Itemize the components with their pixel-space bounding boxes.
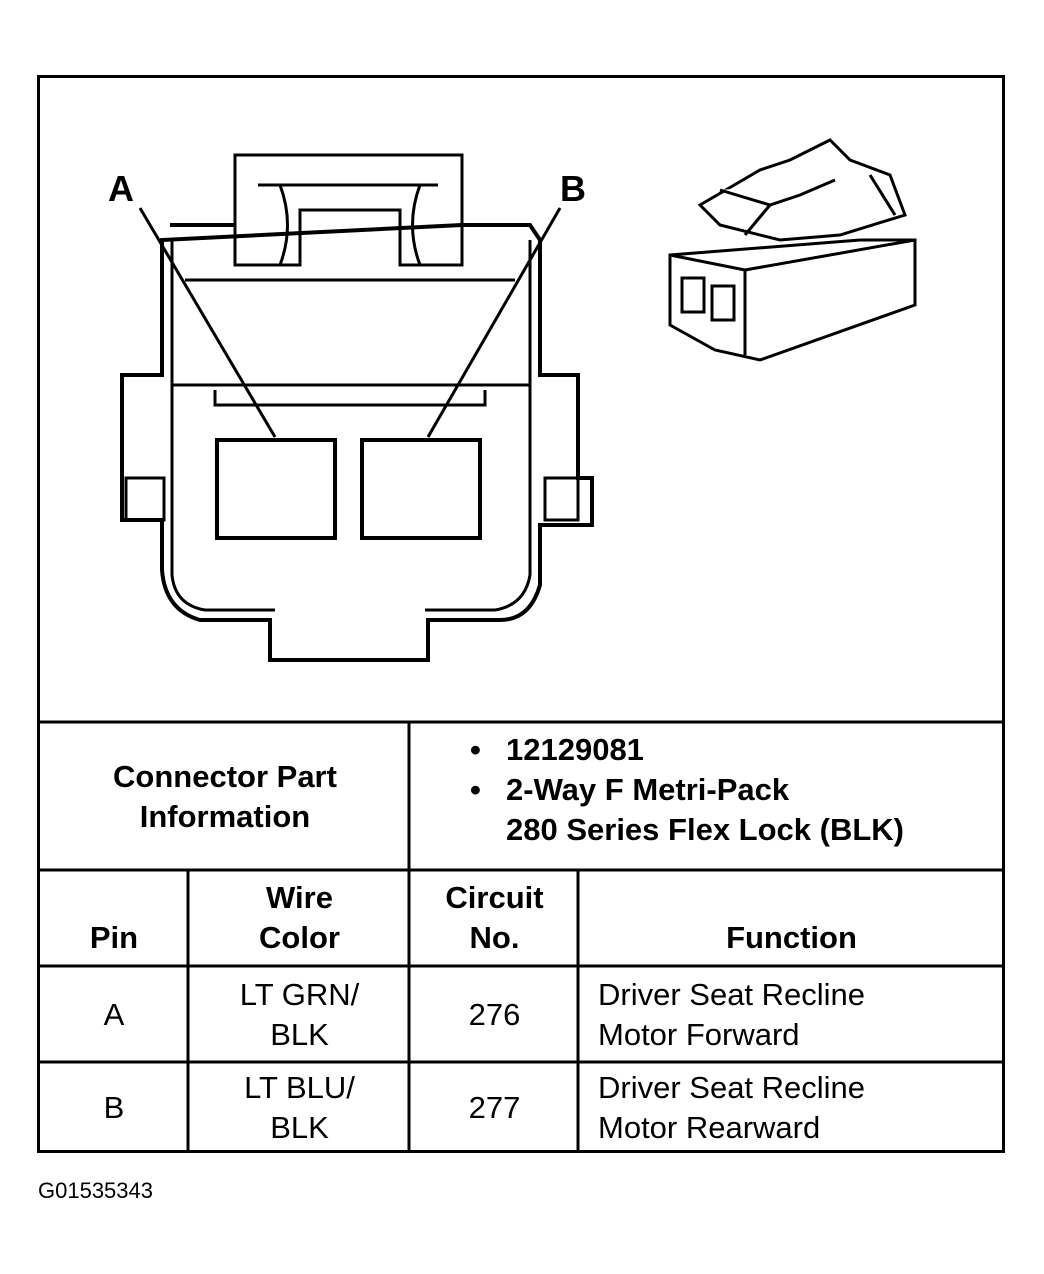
connector-type: 2-Way F Metri-Pack xyxy=(470,770,904,810)
row-a-wire: LT GRN/ BLK xyxy=(190,968,409,1062)
header-wire-color: Wire Color xyxy=(190,872,409,966)
row-b-circuit: 277 xyxy=(411,1064,578,1152)
cavity-a xyxy=(215,438,337,540)
connector-info-label-line1: Connector Part xyxy=(113,759,337,794)
row-a-wire-line1: LT GRN/ xyxy=(239,977,360,1012)
header-circuit-line1: Circuit xyxy=(445,880,544,915)
connector-info-label: Connector Part Information xyxy=(40,724,410,870)
row-a-pin: A xyxy=(40,968,188,1062)
header-function-text: Function xyxy=(726,920,857,955)
part-number: 12129081 xyxy=(470,730,904,770)
connector-series: 280 Series Flex Lock (BLK) xyxy=(506,812,904,847)
row-b-wire-line2: BLK xyxy=(270,1110,329,1145)
header-pin: Pin xyxy=(40,872,188,966)
connector-info-label-line2: Information xyxy=(139,799,311,834)
row-b-wire: LT BLU/ BLK xyxy=(190,1064,409,1152)
header-wire-color-line1: Wire xyxy=(266,880,333,915)
pin-label-b: B xyxy=(560,168,586,209)
row-b-function-line1: Driver Seat Recline xyxy=(598,1070,866,1105)
header-function: Function xyxy=(580,872,1003,966)
row-a-function: Driver Seat Recline Motor Forward xyxy=(580,968,1003,1062)
cavity-b xyxy=(360,438,482,540)
row-b-pin-text: B xyxy=(103,1090,125,1125)
row-b-function-line2: Motor Rearward xyxy=(598,1110,821,1145)
header-circuit: Circuit No. xyxy=(411,872,578,966)
row-b-circuit-text: 277 xyxy=(468,1090,521,1125)
row-a-pin-text: A xyxy=(103,997,125,1032)
header-circuit-line2: No. xyxy=(469,920,520,955)
header-wire-color-line2: Color xyxy=(259,920,340,955)
row-a-circuit-text: 276 xyxy=(468,997,521,1032)
connector-info-bullets: 12129081 2-Way F Metri-Pack 280 Series F… xyxy=(470,730,904,850)
row-a-function-line1: Driver Seat Recline xyxy=(598,977,866,1012)
connector-iso-view xyxy=(668,138,917,362)
figure-id: G01535343 xyxy=(38,1178,153,1203)
row-b-function: Driver Seat Recline Motor Rearward xyxy=(580,1064,1003,1152)
figure-frame xyxy=(37,75,1005,1153)
row-b-pin: B xyxy=(40,1064,188,1152)
table-grid xyxy=(37,720,1005,1153)
header-pin-text: Pin xyxy=(89,920,139,955)
row-b-wire-line1: LT BLU/ xyxy=(244,1070,355,1105)
row-a-wire-line2: BLK xyxy=(270,1017,329,1052)
row-a-circuit: 276 xyxy=(411,968,578,1062)
pin-label-a: A xyxy=(108,168,134,209)
row-a-function-line2: Motor Forward xyxy=(598,1017,800,1052)
connector-face-view xyxy=(120,153,594,662)
